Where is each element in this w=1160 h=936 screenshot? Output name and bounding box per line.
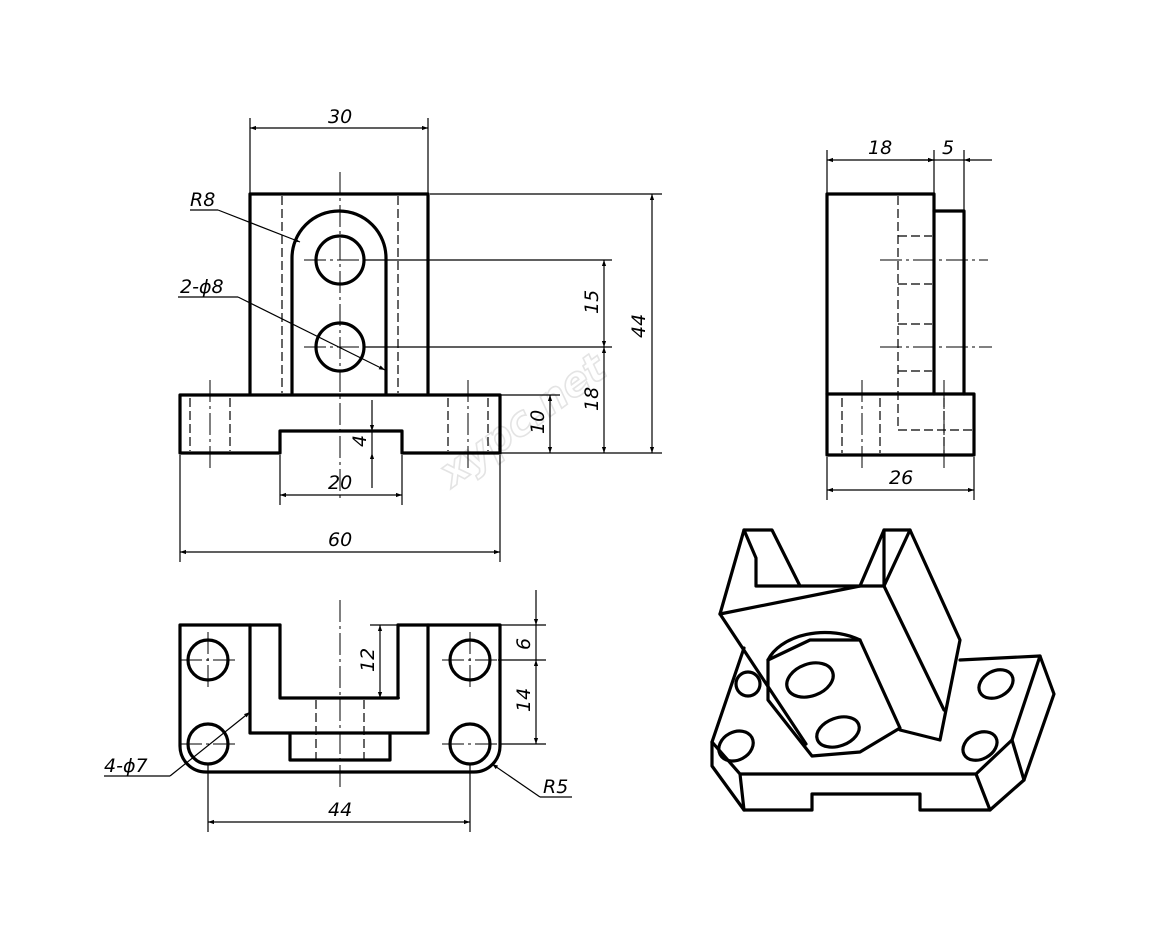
dim-14: 14 xyxy=(513,688,535,712)
dim-44-span: 44 xyxy=(328,799,352,821)
label-r8: R8 xyxy=(190,189,215,211)
dim-6: 6 xyxy=(513,638,535,650)
dim-26: 26 xyxy=(889,467,913,489)
label-4-phi7: 4-ϕ7 xyxy=(104,755,148,777)
front-view: 30 44 15 18 10 4 20 60 R8 xyxy=(178,106,662,562)
dim-12: 12 xyxy=(357,648,379,672)
dim-60: 60 xyxy=(328,529,352,551)
isometric-view xyxy=(710,528,1056,812)
dim-18-side: 18 xyxy=(868,137,892,159)
dim-18: 18 xyxy=(581,387,603,411)
label-2-phi8: 2-ϕ8 xyxy=(180,276,224,298)
dim-30: 30 xyxy=(328,106,352,128)
top-view: 12 6 14 44 4-ϕ7 R5 xyxy=(104,590,572,832)
watermark: xypc.net xyxy=(429,344,616,498)
dim-44-height: 44 xyxy=(628,314,650,338)
dim-5: 5 xyxy=(942,137,954,159)
side-view: 18 5 26 xyxy=(825,137,992,500)
dim-15: 15 xyxy=(581,290,603,314)
dim-10: 10 xyxy=(527,410,549,434)
label-r5: R5 xyxy=(543,776,568,798)
dim-4: 4 xyxy=(349,435,371,447)
dim-20: 20 xyxy=(328,472,352,494)
